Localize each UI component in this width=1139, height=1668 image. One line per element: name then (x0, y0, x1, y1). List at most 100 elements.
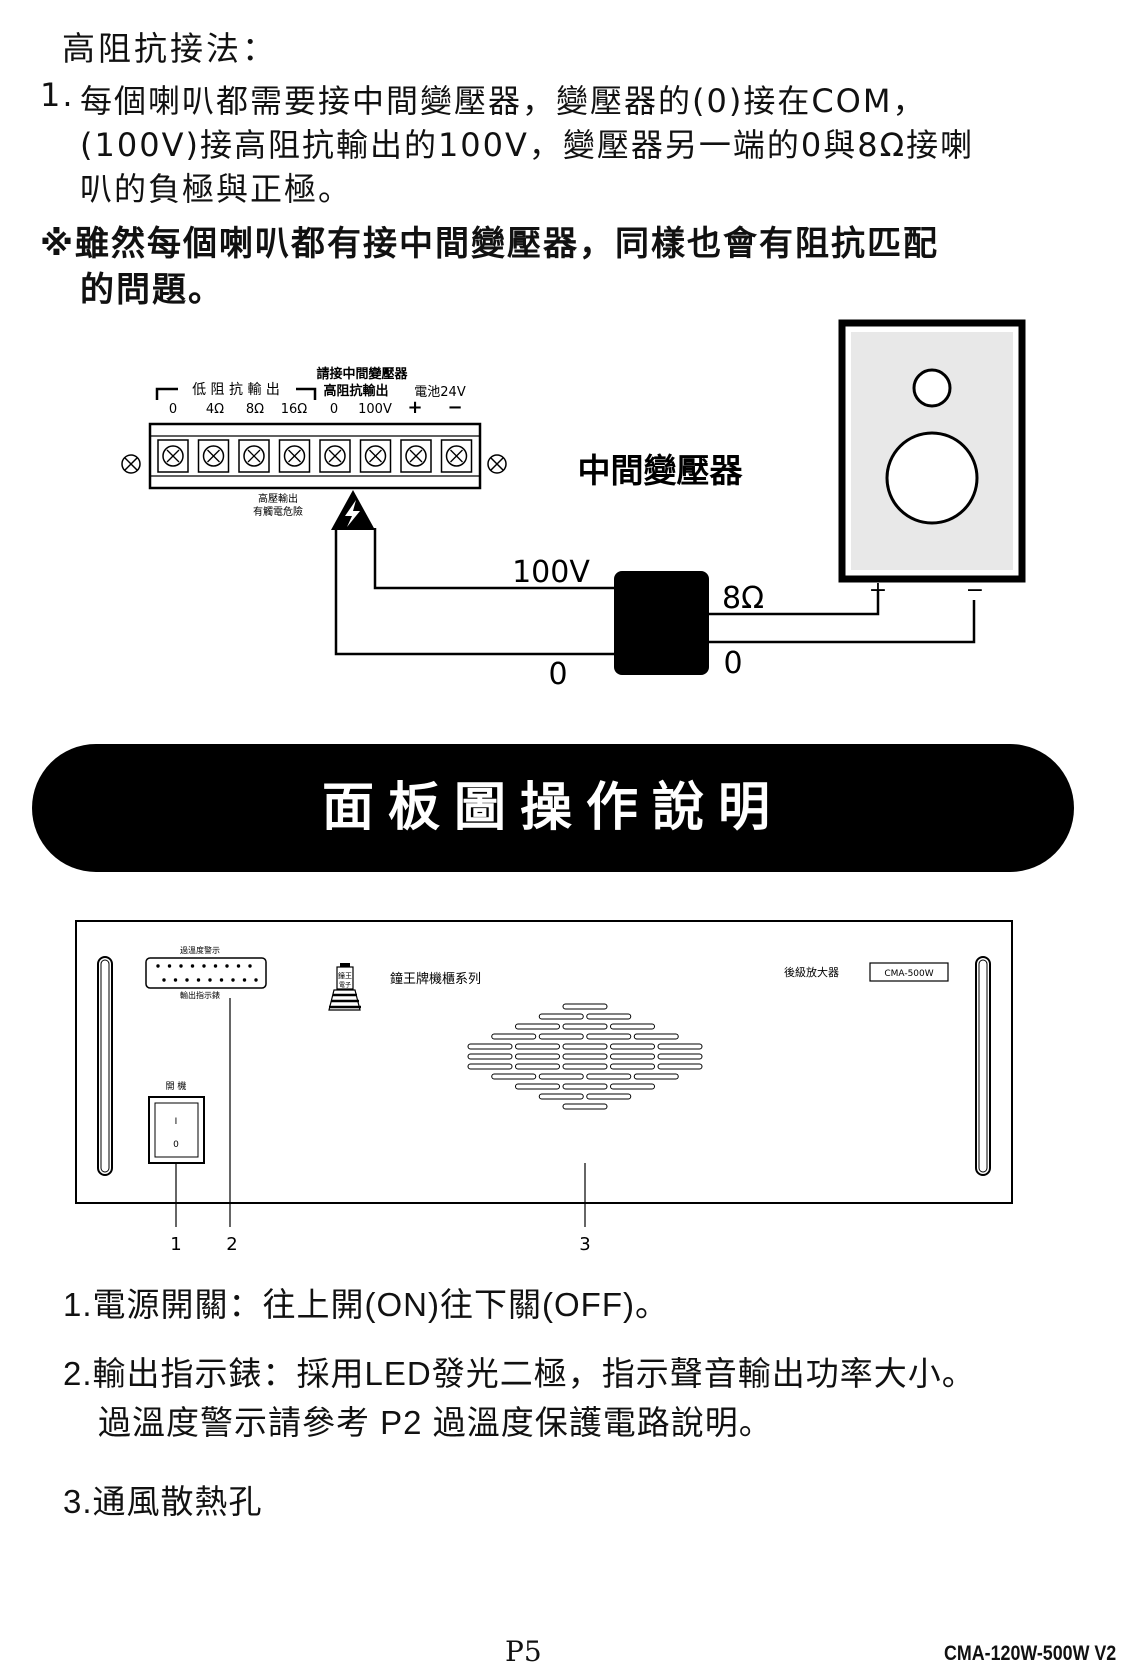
wire-100v-label: 100V (512, 555, 590, 590)
terminal-screw-icon (278, 439, 311, 473)
wiring-diagram: 低 阻 抗 輸 出 請接中間變壓器 高阻抗輸出 電池24V 0 4Ω 8Ω 16… (121, 319, 1026, 692)
terminal-screw-icon (238, 439, 270, 473)
vent-slot (562, 1003, 608, 1010)
battery-label: 電池24V (414, 385, 466, 400)
transformer-box (614, 571, 709, 675)
model-footer: CMA-120W-500W V2 (944, 1642, 1117, 1665)
led-icon (173, 978, 178, 982)
warning-line1: 高壓輸出 (258, 492, 298, 505)
wire-0-right (706, 600, 976, 644)
led-icon (202, 964, 206, 968)
terminal-screw-icon (359, 439, 392, 473)
vent-slot (633, 1033, 679, 1040)
output-indicator-label: 輸出指示錶 (180, 990, 220, 1000)
note-line2: 的問題。 (80, 270, 224, 310)
vent-slot (610, 1083, 655, 1090)
led-icon (179, 964, 183, 968)
item-power-switch: 1.電源開關：往上開(ON)往下關(OFF)。 (63, 1286, 669, 1323)
terminal-label-100v: 100V (358, 402, 392, 417)
vent-slot (657, 1043, 703, 1050)
vent-slot (586, 1013, 632, 1020)
item-ventilation: 3.通風散熱孔 (63, 1483, 263, 1520)
tweeter-icon (912, 368, 952, 408)
terminal-screw-icon (157, 439, 189, 473)
vent-slot (515, 1043, 560, 1050)
speaker-minus-label: − (966, 578, 984, 603)
led-icon (225, 964, 229, 968)
step1-line3: 叭的負極與正極。 (80, 170, 353, 208)
led-indicators (156, 964, 258, 982)
woofer-icon (885, 431, 979, 525)
vent-slot (491, 1073, 537, 1080)
vent-slot (586, 1073, 632, 1080)
led-icon (162, 978, 166, 982)
right-handle (975, 956, 991, 1176)
terminal-label-plus: + (407, 397, 422, 418)
led-icon (213, 964, 218, 968)
ventilation-holes (467, 1003, 703, 1110)
item-overheat-note: 過溫度警示請參考 P2 過溫度保護電路說明。 (98, 1404, 773, 1441)
vent-slot (538, 1033, 584, 1040)
led-icon (156, 964, 160, 968)
vent-slot (467, 1053, 513, 1060)
terminal-screw-icon (319, 439, 351, 473)
vent-slot (515, 1083, 560, 1090)
step1-line1: 每個喇叭都需要接中間變壓器，變壓器的(0)接在COM， (80, 82, 927, 120)
low-output-bracket (155, 387, 178, 400)
vent-slot (586, 1033, 632, 1040)
power-label: 開 機 (166, 1080, 187, 1092)
switch-on-mark: I (175, 1117, 178, 1127)
logo-line1: 鐘王 (338, 971, 352, 980)
vent-slot (538, 1013, 584, 1020)
switch-off-mark: 0 (173, 1140, 179, 1150)
vent-slot (657, 1063, 703, 1070)
wire-0-left (334, 528, 617, 656)
terminal-screw-icon (197, 439, 230, 473)
step1-line2: (100V)接高阻抗輸出的100V，變壓器另一端的0與8Ω接喇 (80, 126, 975, 164)
terminal-label-4: 4Ω (206, 402, 224, 417)
vent-slot (538, 1073, 584, 1080)
callout-1: 1 (170, 1234, 181, 1255)
step1-number: 1. (40, 76, 75, 114)
vent-slot (610, 1053, 655, 1060)
banner-title: 面板圖操作說明 (321, 777, 784, 838)
front-panel-diagram: 過溫度警示 輸出指示錶 開 機 I 0 鐘王 電子 鐘王牌機櫃系列 後級放大器 … (75, 920, 1013, 1255)
vent-slot (467, 1063, 513, 1070)
mount-screw-right-icon (487, 454, 507, 474)
vent-slot (562, 1083, 608, 1090)
mount-screw-left-icon (121, 454, 141, 474)
terminal-screw-icon (440, 439, 473, 473)
led-icon (167, 964, 172, 968)
led-icon (185, 978, 189, 982)
terminal-label-minus: − (447, 397, 462, 418)
callout-2: 2 (226, 1234, 237, 1255)
terminal-screw-icon (400, 439, 432, 473)
led-icon (231, 978, 235, 982)
brand-series: 鐘王牌機櫃系列 (390, 971, 481, 987)
vent-slot (610, 1023, 655, 1030)
vent-slot (467, 1043, 513, 1050)
wire-0-left-label: 0 (548, 657, 567, 692)
vent-slot (633, 1073, 679, 1080)
callout-3: 3 (579, 1234, 590, 1255)
left-handle (97, 956, 113, 1176)
wire-100v (373, 528, 617, 590)
terminal-label-0: 0 (169, 402, 177, 417)
transformer-label: 中間變壓器 (578, 451, 744, 490)
high-output-label: 高阻抗輸出 (323, 383, 388, 399)
vent-slot (562, 1023, 608, 1030)
vent-slot (586, 1093, 632, 1100)
vent-slot (515, 1053, 560, 1060)
speaker-plus-label: + (869, 578, 887, 603)
wire-8ohm (706, 590, 880, 616)
led-icon (190, 964, 195, 968)
page-number: P5 (505, 1635, 542, 1668)
logo-line2: 電子 (339, 982, 351, 989)
section-banner: 面板圖操作說明 (32, 744, 1074, 872)
vent-slot (610, 1043, 655, 1050)
vent-slot (515, 1023, 560, 1030)
section-heading: 高阻抗接法： (62, 29, 278, 68)
terminal-label-com: 0 (330, 402, 338, 417)
high-voltage-warning-icon (331, 490, 375, 530)
led-icon (254, 978, 258, 982)
